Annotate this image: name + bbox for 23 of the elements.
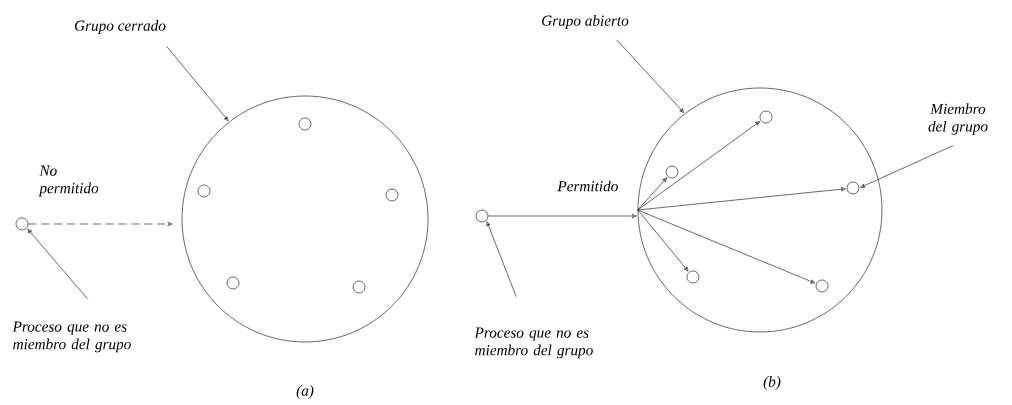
arrow [637, 209, 816, 284]
callout-text: Proceso que no es miembro del grupo [12, 321, 131, 353]
callout-text: Proceso que no es miembro del grupo [474, 327, 593, 359]
panel-label: (a) [296, 385, 314, 399]
group-circle [637, 87, 883, 333]
panel-label: (b) [763, 376, 781, 390]
group-circle [181, 95, 429, 343]
leader-line [166, 46, 229, 122]
dashed-arrow [28, 222, 173, 226]
callout-text: Grupo cerrado [74, 20, 166, 34]
leader-line [486, 221, 517, 297]
edge-label: No permitido [38, 164, 99, 198]
callout-text: Grupo abierto [542, 15, 629, 29]
arrow [637, 121, 761, 211]
leader-line [616, 39, 685, 113]
leader-line [860, 145, 954, 188]
arrow [637, 177, 668, 211]
arrow [637, 187, 846, 211]
arrow [488, 214, 637, 218]
edge-label: Permitido [556, 179, 620, 193]
leader-line [27, 228, 88, 300]
callout-text: Miembro del grupo [928, 103, 988, 135]
arrow [637, 209, 689, 272]
